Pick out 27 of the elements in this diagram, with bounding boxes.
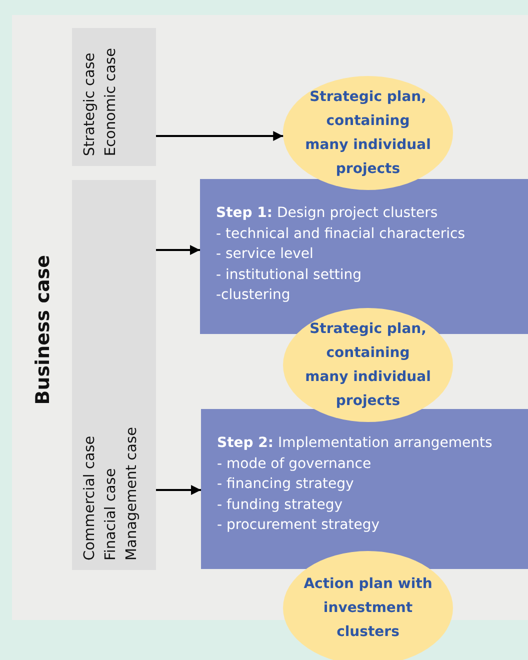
case-label: Commercial case: [81, 434, 99, 560]
list-item: - institutional setting: [216, 266, 363, 284]
case-label: Economic case: [102, 48, 120, 156]
list-item: - procurement strategy: [217, 516, 380, 535]
list-item: - service level: [216, 245, 314, 264]
case-label: Finacial case: [102, 466, 120, 560]
panel-title: Business case: [32, 255, 54, 405]
case-label: Management case: [123, 426, 141, 560]
plan-text: Strategic plan, containing many individual projects: [304, 88, 432, 179]
step-box: [200, 179, 528, 334]
case-label: Strategic case: [81, 52, 99, 156]
case-band: [72, 28, 156, 166]
arrow: [156, 485, 201, 495]
plan-text: Action plan with investment clusters: [303, 575, 433, 642]
step-box: [201, 409, 528, 569]
business-case-panel: [12, 15, 528, 620]
list-item: - financing strategy: [217, 475, 355, 494]
list-item: -clustering: [216, 286, 292, 305]
list-item: - technical and finacial characterics: [216, 224, 466, 244]
plan-text: Strategic plan, containing many individual projects: [304, 320, 432, 411]
list-item: - mode of governance: [217, 454, 372, 474]
arrow: [156, 131, 284, 141]
step-heading: Step 1: Design project clusters: [216, 204, 439, 223]
list-item: - funding strategy: [217, 496, 344, 514]
step-heading: Step 2: Implementation arrangements: [217, 434, 494, 453]
arrow: [156, 245, 200, 255]
case-band: [72, 180, 156, 570]
